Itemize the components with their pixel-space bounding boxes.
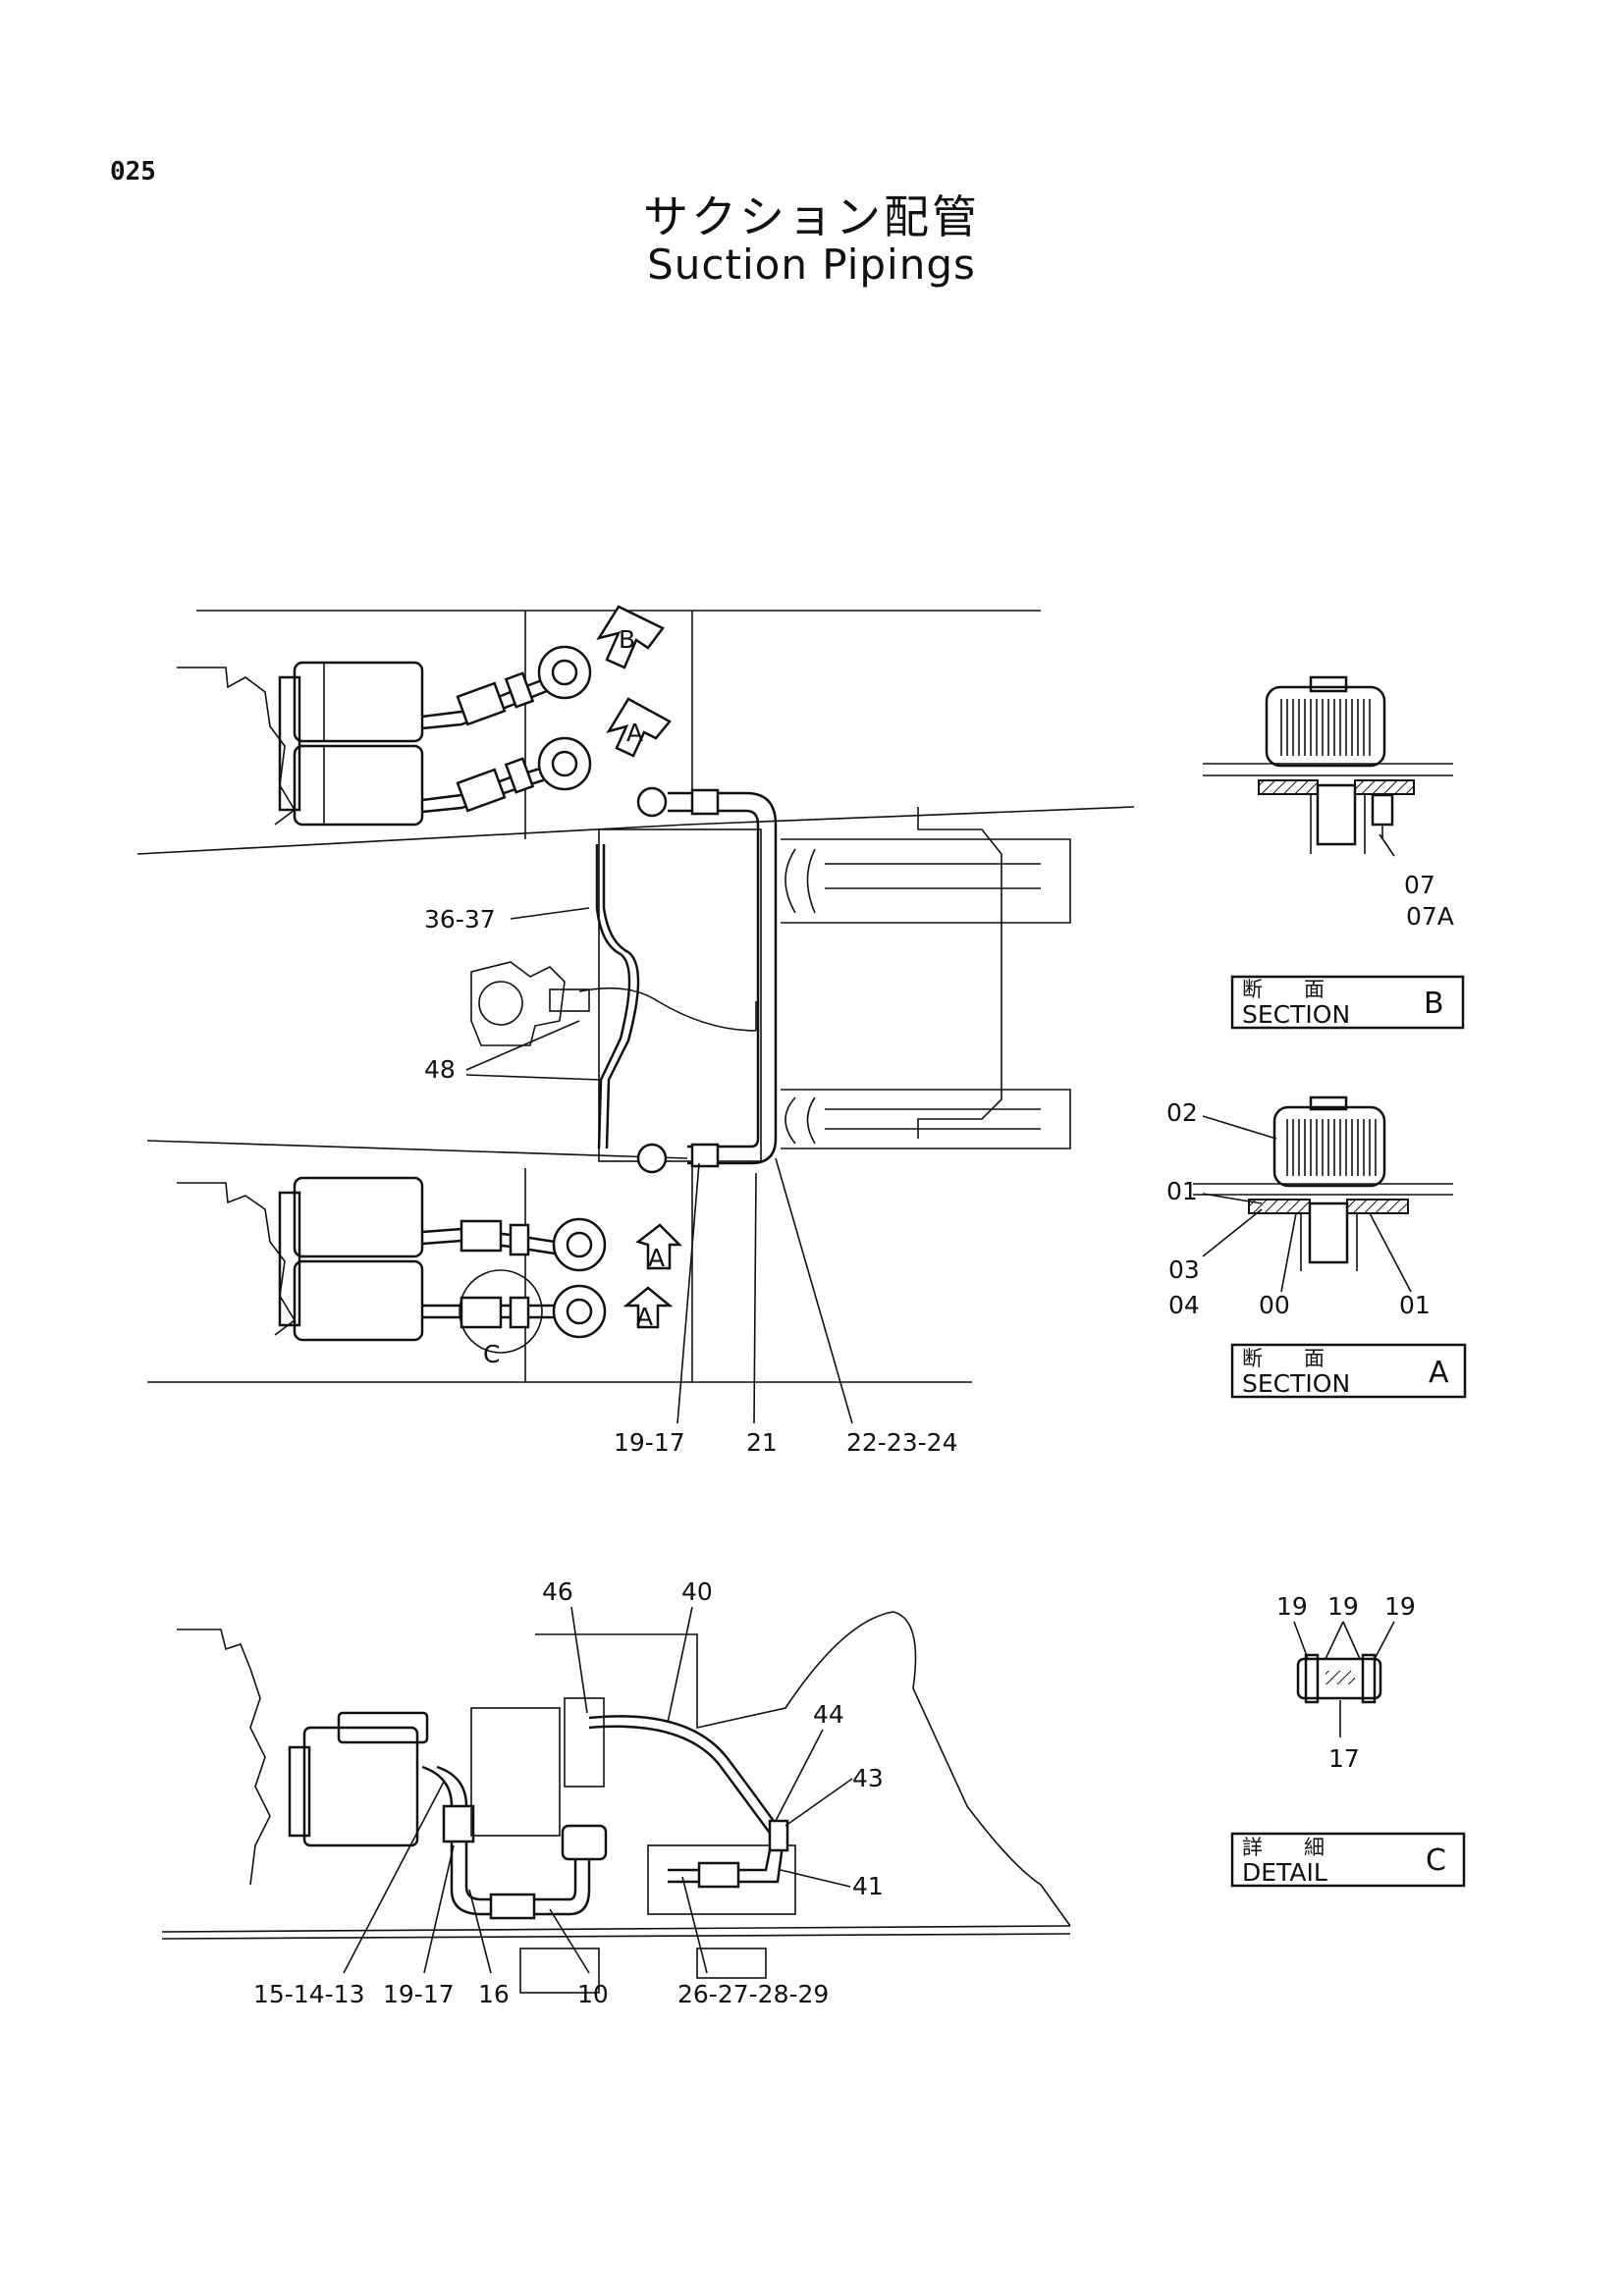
- detail-c-letter: C: [1426, 1843, 1446, 1878]
- label-22-23-24: 22-23-24: [846, 1428, 957, 1457]
- label-26-27-28-29: 26-27-28-29: [677, 1980, 829, 2008]
- label-19-17: 19-17: [614, 1428, 685, 1457]
- label-10: 10: [577, 1980, 609, 2008]
- side-view: 46 40 44 43 41 15-14-13 19-17 16 10 26-2…: [161, 1577, 1071, 2008]
- label-07: 07: [1404, 871, 1435, 899]
- section-a-letter: A: [1429, 1356, 1449, 1390]
- detail-c-marker-label: C: [483, 1340, 500, 1368]
- section-a-caption-jp: 断 面: [1242, 1347, 1325, 1370]
- label-36-37: 36-37: [424, 905, 496, 934]
- section-a-caption-en: SECTION: [1242, 1369, 1350, 1398]
- label-44: 44: [813, 1700, 844, 1729]
- lower-pump-unit: [177, 1176, 424, 1342]
- hydraulic-tank-piping: [470, 786, 778, 1174]
- label-17: 17: [1328, 1744, 1360, 1773]
- page-number: 025: [110, 157, 156, 187]
- label-16: 16: [478, 1980, 510, 2008]
- detail-c-caption-jp: 詳 細: [1242, 1836, 1325, 1859]
- label-41: 41: [852, 1872, 884, 1900]
- swing-frame: [781, 807, 1071, 1149]
- section-b-view: 07 07A 断 面 SECTION B: [1203, 675, 1465, 1030]
- label-04: 04: [1168, 1291, 1200, 1319]
- label-40: 40: [681, 1577, 713, 1606]
- detail-c-view: 19 19 19 17 詳 細 DETAIL C: [1230, 1592, 1466, 1888]
- label-01-top: 01: [1166, 1177, 1198, 1205]
- section-b-letter: B: [1424, 987, 1444, 1021]
- section-a-view: 02 01 03 04 00 01 断 面 SECTION A: [1166, 1095, 1467, 1399]
- section-a-arrow-lower-2: A: [622, 1286, 674, 1331]
- detail-c-caption-en: DETAIL: [1242, 1858, 1327, 1887]
- upper-suction-pipe-b: [421, 645, 592, 730]
- label-01-bottom: 01: [1399, 1291, 1431, 1319]
- label-00: 00: [1259, 1291, 1290, 1319]
- label-19-c: 19: [1384, 1592, 1416, 1621]
- section-a-arrow-lower-2-label: A: [636, 1303, 653, 1331]
- label-48: 48: [424, 1055, 456, 1084]
- label-15-14-13: 15-14-13: [253, 1980, 364, 2008]
- section-b-caption-jp: 断 面: [1242, 978, 1325, 1001]
- label-19-17-side: 19-17: [383, 1980, 455, 2008]
- label-03: 03: [1168, 1255, 1200, 1284]
- label-21: 21: [746, 1428, 778, 1457]
- label-02: 02: [1166, 1098, 1198, 1127]
- section-b-caption-en: SECTION: [1242, 1000, 1350, 1029]
- page-title-english: Suction Pipings: [647, 240, 976, 289]
- label-19-a: 19: [1276, 1592, 1308, 1621]
- upper-suction-pipe-a: [421, 736, 592, 814]
- section-b-arrow: B: [596, 605, 665, 669]
- section-b-arrow-label: B: [619, 625, 635, 654]
- lower-suction-pipe-1: [421, 1217, 607, 1272]
- upper-pump-unit: [177, 661, 424, 827]
- section-a-arrow-upper-label: A: [626, 719, 643, 747]
- label-46: 46: [542, 1577, 573, 1606]
- label-19-b: 19: [1327, 1592, 1359, 1621]
- detail-c-marker-circle: [459, 1269, 543, 1354]
- label-07a: 07A: [1406, 902, 1454, 931]
- lower-suction-pipe-2: C: [422, 1269, 607, 1368]
- section-a-arrow-lower-1: A: [635, 1223, 683, 1272]
- section-a-arrow-lower-1-label: A: [648, 1244, 665, 1272]
- label-43: 43: [852, 1764, 884, 1792]
- section-a-arrow-upper: A: [606, 697, 672, 758]
- page-title-japanese: サクション配管: [643, 190, 980, 243]
- main-top-view: B A: [136, 605, 1135, 1457]
